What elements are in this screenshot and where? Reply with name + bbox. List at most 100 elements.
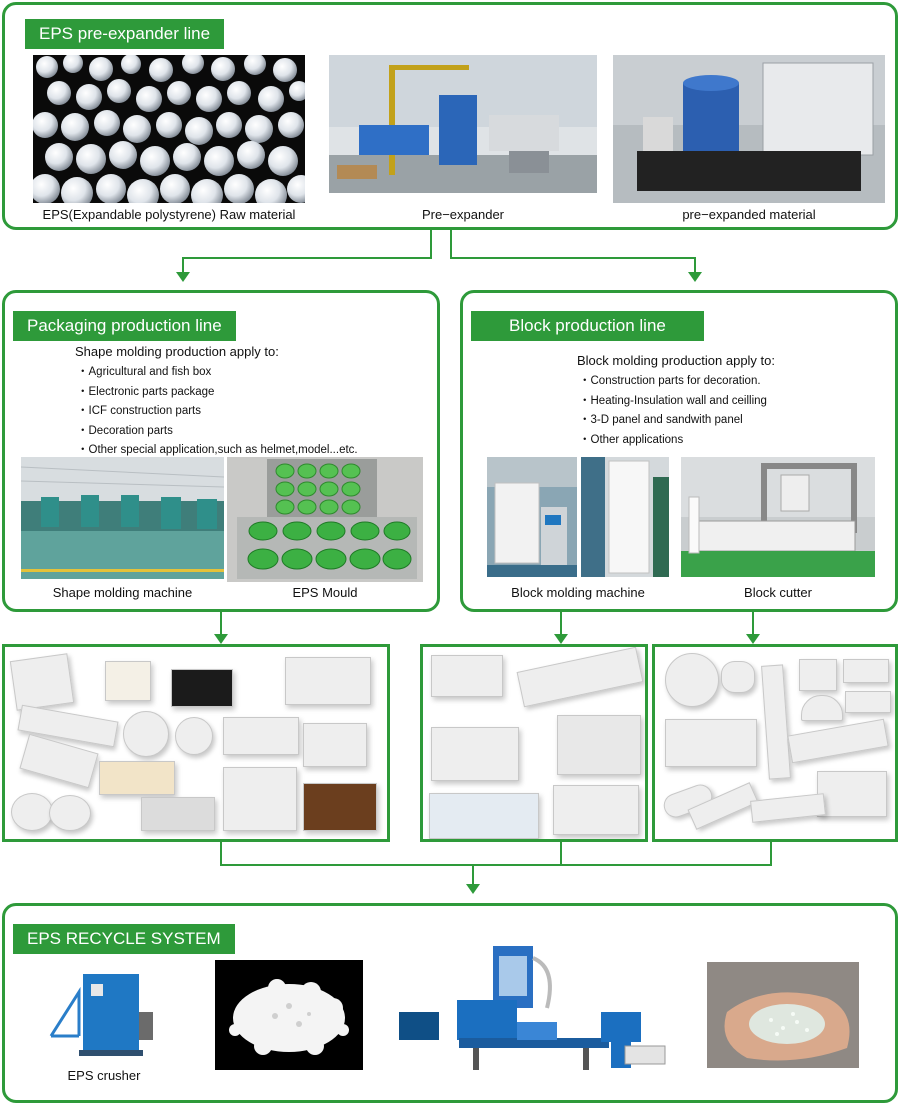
arrow-down-icon bbox=[746, 634, 760, 644]
block-molding-machine-photo-2 bbox=[581, 457, 669, 577]
cornice-beam-image bbox=[787, 718, 889, 764]
eps-box-image bbox=[303, 723, 367, 767]
eps-mould-caption: EPS Mould bbox=[292, 585, 358, 600]
connector-line bbox=[450, 257, 696, 259]
corbel-image bbox=[799, 659, 837, 691]
fruit-box-image bbox=[99, 761, 175, 795]
block-molding-image-right bbox=[581, 457, 669, 577]
list-item: Decoration parts bbox=[77, 422, 358, 442]
pre-expander-machine-image bbox=[329, 55, 597, 193]
cornice-image bbox=[223, 717, 299, 755]
gear-shape-image bbox=[665, 653, 719, 707]
arrow-down-icon bbox=[176, 272, 190, 282]
shape-molding-machine-photo bbox=[21, 457, 224, 579]
shape-molding-caption: Shape molding machine bbox=[52, 585, 193, 600]
connector-line bbox=[770, 842, 772, 866]
shape-molding-factory-image bbox=[21, 457, 224, 579]
list-item: Other special application,such as helmet… bbox=[77, 441, 358, 461]
packaging-application-list: Agricultural and fish box Electronic par… bbox=[77, 363, 358, 461]
connector-line bbox=[560, 842, 562, 866]
helmet-image-2 bbox=[49, 795, 91, 831]
arrow-down-icon bbox=[554, 634, 568, 644]
list-item: Construction parts for decoration. bbox=[579, 372, 767, 392]
pre-expanded-material-photo bbox=[613, 55, 885, 203]
ceiling-rose-image bbox=[123, 711, 169, 757]
pre-expander-photo bbox=[329, 55, 597, 193]
list-item: Other applications bbox=[579, 431, 767, 451]
eps-beads-image bbox=[33, 55, 305, 203]
arrow-down-icon bbox=[214, 634, 228, 644]
block-molding-image-left bbox=[487, 457, 577, 577]
connector-line bbox=[182, 257, 432, 259]
connector-line bbox=[450, 230, 452, 258]
block-cutter-caption: Block cutter bbox=[744, 585, 812, 600]
recycling-machine-image bbox=[399, 946, 666, 1070]
list-item: Heating-Insulation wall and ceilling bbox=[579, 392, 767, 412]
connector-line bbox=[430, 230, 432, 258]
recycle-panel: EPS RECYCLE SYSTEM EPS crusher bbox=[2, 903, 898, 1103]
pre-expanded-silo-image bbox=[613, 55, 885, 191]
packaging-products-box bbox=[2, 644, 390, 842]
block-panel: Block production line Block molding prod… bbox=[460, 290, 898, 612]
helmet-image bbox=[11, 793, 53, 831]
packaging-intro: Shape molding production apply to: bbox=[75, 344, 279, 359]
connector-line bbox=[182, 257, 184, 273]
trim-profile-image bbox=[750, 793, 826, 823]
eps-granules-photo bbox=[215, 960, 363, 1070]
recycling-machine-photo bbox=[397, 938, 675, 1082]
3d-panel-image bbox=[557, 715, 641, 775]
block-title: Block production line bbox=[471, 311, 704, 341]
column-capital-image bbox=[721, 661, 755, 693]
packaging-title: Packaging production line bbox=[13, 311, 236, 341]
arch-image bbox=[801, 695, 843, 721]
list-item: ICF construction parts bbox=[77, 402, 358, 422]
arrow-down-icon bbox=[688, 272, 702, 282]
layered-panel-image bbox=[303, 783, 377, 831]
spiral-column-image bbox=[761, 664, 791, 780]
list-item: 3-D panel and sandwith panel bbox=[579, 411, 767, 431]
block-molding-machine-photo bbox=[487, 457, 577, 577]
list-item: Agricultural and fish box bbox=[77, 363, 358, 383]
raw-material-caption: EPS(Expandable polystyrene) Raw material bbox=[42, 207, 296, 222]
pre-expander-caption: Pre−expander bbox=[421, 207, 505, 222]
moulding-image bbox=[843, 659, 889, 683]
connector-line bbox=[694, 257, 696, 273]
connector-line bbox=[220, 864, 772, 866]
pre-expander-title: EPS pre-expander line bbox=[25, 19, 225, 49]
eps-block-image bbox=[431, 655, 503, 697]
eps-mould-image bbox=[237, 459, 417, 579]
connector-line bbox=[752, 612, 754, 636]
black-packaging-image bbox=[171, 669, 233, 707]
eps-sheets-image bbox=[431, 727, 519, 781]
corrugated-panel-image bbox=[553, 785, 639, 835]
block-cutter-photo bbox=[681, 457, 875, 577]
eps-strips-image bbox=[516, 647, 644, 708]
eps-mould-photo bbox=[227, 457, 423, 582]
balustrade-image bbox=[665, 719, 757, 767]
connector-line bbox=[220, 842, 222, 866]
seedling-tray-image bbox=[141, 797, 215, 831]
packaging-panel: Packaging production line Shape molding … bbox=[2, 290, 440, 612]
block-molding-caption: Block molding machine bbox=[511, 585, 645, 600]
connector-line bbox=[560, 612, 562, 636]
fish-box-image bbox=[223, 767, 297, 831]
eps-crusher-photo bbox=[49, 966, 159, 1066]
eps-crusher-image bbox=[49, 974, 153, 1056]
stacked-profiles-image bbox=[817, 771, 887, 817]
arrow-down-icon bbox=[466, 884, 480, 894]
hand-granules-image bbox=[707, 962, 859, 1068]
block-cutter-image bbox=[681, 457, 875, 577]
icf-block-image bbox=[9, 653, 75, 711]
block-application-list: Construction parts for decoration. Heati… bbox=[579, 372, 767, 450]
pre-expander-panel: EPS pre-expander line EPS(Expandable pol… bbox=[2, 2, 898, 230]
fruit-tray-image bbox=[105, 661, 151, 701]
raw-material-photo bbox=[33, 55, 305, 203]
ceiling-rose-image-2 bbox=[175, 717, 213, 755]
pre-expanded-material-caption: pre−expanded material bbox=[682, 207, 816, 222]
frieze-image bbox=[845, 691, 891, 713]
eps-granules-image bbox=[229, 979, 349, 1055]
recycled-granules-photo bbox=[707, 962, 859, 1068]
decoration-products-box bbox=[652, 644, 898, 842]
block-intro: Block molding production apply to: bbox=[577, 353, 776, 368]
list-item: Electronic parts package bbox=[77, 383, 358, 403]
